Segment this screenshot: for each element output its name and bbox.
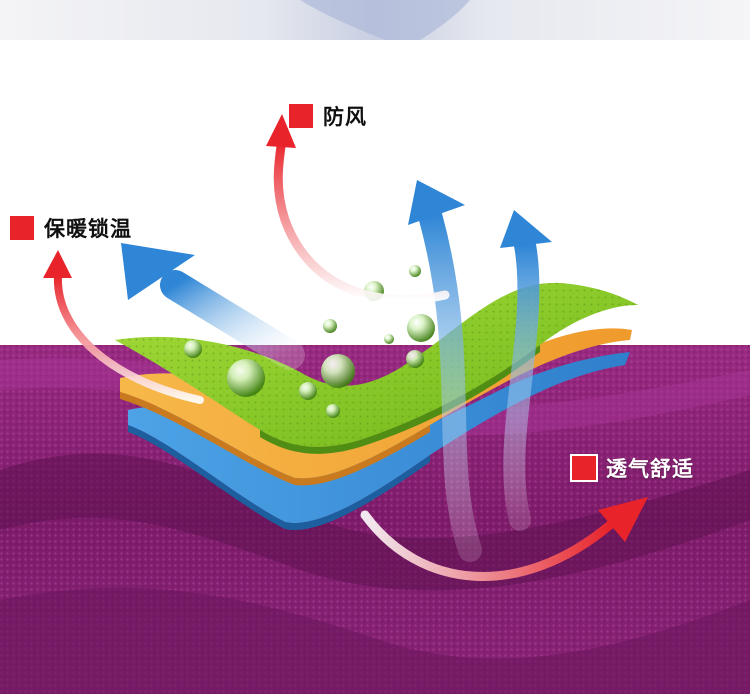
- feature-windproof-label: 防风: [323, 105, 367, 129]
- feature-breathable-label: 透气舒适: [606, 457, 694, 481]
- water-droplet-icon: [184, 265, 435, 418]
- blue-breath-arrow-icon: [500, 210, 552, 531]
- feature-windproof: 防风: [289, 101, 367, 131]
- top-photo-strip: [0, 0, 750, 40]
- red-square-marker-icon: [570, 454, 598, 482]
- layer-bottom-blue: [128, 352, 630, 524]
- red-warm-arrow-icon: [266, 114, 450, 305]
- red-warm-arrow-icon: [360, 497, 648, 581]
- feature-breathable: 透气舒适: [570, 453, 694, 483]
- red-square-marker-icon: [10, 216, 34, 240]
- red-warm-arrow-icon: [43, 250, 204, 404]
- feature-warmth: 保暖锁温: [10, 213, 132, 243]
- blue-breath-arrow-icon: [121, 243, 305, 370]
- blue-breath-arrow-icon: [408, 180, 482, 562]
- feature-warmth-label: 保暖锁温: [44, 217, 132, 241]
- red-square-marker-icon: [289, 104, 313, 128]
